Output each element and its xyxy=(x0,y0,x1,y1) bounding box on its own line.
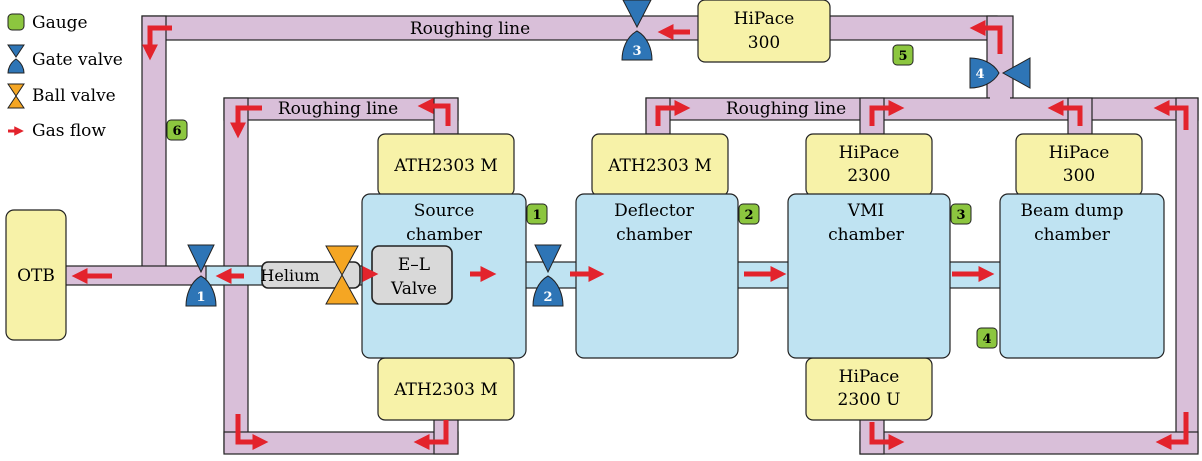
pump-vmi-top: HiPace 2300 xyxy=(805,133,933,197)
chamber-label: Deflector xyxy=(614,201,695,221)
flow-arrow xyxy=(235,414,269,451)
pump-label: ATH2303 M xyxy=(393,156,498,176)
pump-label: 300 xyxy=(748,33,780,53)
el-valve: E–L Valve xyxy=(371,245,453,305)
otb-label: OTB xyxy=(17,266,55,286)
pump-label: 2300 xyxy=(847,166,890,186)
gauge-number: 3 xyxy=(956,208,965,223)
gauge-4: 4 xyxy=(976,327,998,349)
pump-vmi-bottom: HiPace 2300 U xyxy=(805,357,933,421)
pump-label: ATH2303 M xyxy=(607,156,712,176)
chamber-label: chamber xyxy=(828,225,905,245)
gauge-3: 3 xyxy=(950,203,972,225)
gate-valve-4: 4 xyxy=(969,57,1031,89)
gauge-number: 5 xyxy=(898,49,907,64)
helium-label: Helium xyxy=(260,266,319,285)
gas-flow-arrows xyxy=(71,19,1189,451)
pump-label: HiPace xyxy=(839,367,900,387)
flow-arrow xyxy=(869,99,905,126)
flow-arrow xyxy=(413,420,449,451)
gauge-number: 4 xyxy=(982,332,991,347)
gate-valve-number: 1 xyxy=(196,290,205,305)
pump-source-bottom: ATH2303 M xyxy=(377,357,515,421)
pump-label: HiPace xyxy=(1049,143,1110,163)
chamber-label: chamber xyxy=(616,225,693,245)
pump-label: 2300 U xyxy=(838,390,901,410)
roughing-line-label-top: Roughing line xyxy=(410,19,530,39)
pump-label: HiPace xyxy=(839,143,900,163)
ball-valve-icon xyxy=(325,245,359,305)
el-valve-label: E–L xyxy=(398,255,430,275)
gauge-number: 6 xyxy=(172,124,181,139)
flow-arrow xyxy=(417,97,451,126)
gate-valve-number: 3 xyxy=(632,44,641,59)
pump-roughing-top: HiPace 300 xyxy=(697,0,831,63)
gate-valve-3: 3 xyxy=(621,0,653,61)
flow-arrow xyxy=(229,105,262,139)
pump-deflector-top: ATH2303 M xyxy=(591,133,729,197)
chamber-label: chamber xyxy=(1034,225,1111,245)
pump-label: ATH2303 M xyxy=(393,380,498,400)
el-valve-label: Valve xyxy=(390,279,437,299)
gauge-number: 2 xyxy=(744,208,753,223)
beam-dump-chamber: Beam dump chamber xyxy=(999,193,1165,359)
flow-arrow xyxy=(141,25,172,61)
chamber-label: Source xyxy=(414,201,475,221)
flow-arrow xyxy=(1047,99,1083,126)
gauge-2: 2 xyxy=(738,203,760,225)
gate-valve-number: 4 xyxy=(975,67,984,82)
flow-arrow xyxy=(969,19,1003,54)
otb-box: OTB xyxy=(5,209,67,341)
flow-arrow xyxy=(1153,99,1189,130)
pump-label: 300 xyxy=(1063,166,1095,186)
roughing-line-label-right: Roughing line xyxy=(726,99,846,119)
gauge-number: 1 xyxy=(532,208,541,223)
pump-source-top: ATH2303 M xyxy=(377,133,515,197)
ball-valve-legend-icon xyxy=(7,83,25,109)
roughing-line-label-left: Roughing line xyxy=(278,99,398,119)
gate-valve-1: 1 xyxy=(185,244,217,307)
deflector-chamber: Deflector chamber xyxy=(575,193,739,359)
legend-gauge-label: Gauge xyxy=(32,13,88,33)
pump-label: HiPace xyxy=(734,9,795,29)
legend-gas-flow-label: Gas flow xyxy=(32,121,106,141)
chamber-label: Beam dump xyxy=(1020,201,1123,221)
legend-ball-valve-label: Ball valve xyxy=(32,86,116,106)
chamber-label: VMI xyxy=(847,201,884,221)
gate-valve-legend-icon xyxy=(7,44,25,74)
gate-valve-number: 2 xyxy=(543,290,552,305)
legend-gate-valve-label: Gate valve xyxy=(32,50,123,70)
helium-inlet: Helium xyxy=(260,261,361,289)
flow-arrow xyxy=(655,99,691,126)
vmi-chamber: VMI chamber xyxy=(787,193,951,359)
legend: Gauge Gate valve Ball valve Gas flow xyxy=(7,13,123,141)
chamber-label: chamber xyxy=(406,225,483,245)
gauge-6: 6 xyxy=(166,119,188,141)
gate-valve-2: 2 xyxy=(532,244,564,307)
flow-arrow xyxy=(869,422,905,451)
gauge-5: 5 xyxy=(892,44,914,66)
pump-dump-top: HiPace 300 xyxy=(1015,133,1143,197)
gauge-1: 1 xyxy=(526,203,548,225)
flow-arrow xyxy=(1155,412,1189,451)
gauge-legend-icon xyxy=(7,13,25,31)
